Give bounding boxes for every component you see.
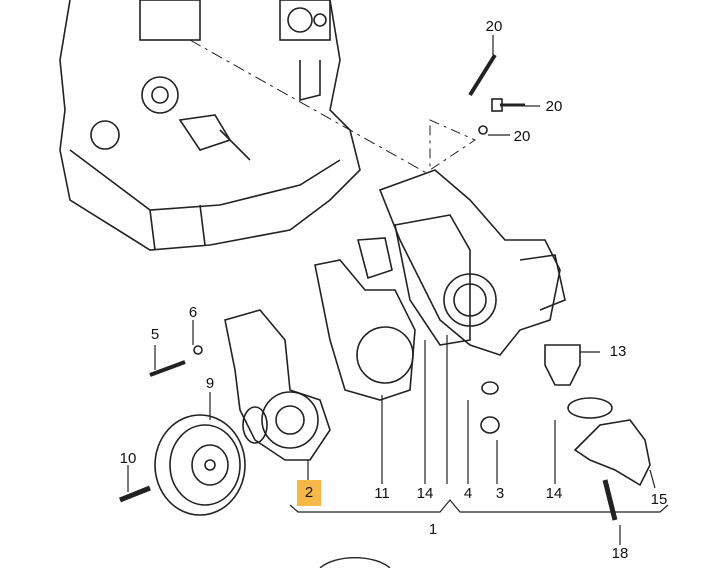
callout-3[interactable]: 3 [495, 485, 505, 502]
callout-20[interactable]: 20 [485, 18, 503, 35]
callout-14[interactable]: 14 [545, 485, 563, 502]
callout-20[interactable]: 20 [513, 128, 531, 145]
pulley [154, 414, 246, 516]
callout-11[interactable]: 11 [374, 485, 390, 502]
callout-15[interactable]: 15 [650, 491, 668, 508]
callout-5[interactable]: 5 [150, 326, 160, 343]
callout-9[interactable]: 9 [205, 375, 215, 392]
callout-2-highlighted[interactable]: 2 [297, 480, 321, 506]
callout-4[interactable]: 4 [463, 485, 473, 502]
engine-block [59, 0, 361, 251]
callout-18[interactable]: 18 [611, 545, 629, 562]
callout-1[interactable]: 1 [428, 521, 438, 538]
callout-20[interactable]: 20 [545, 98, 563, 115]
callout-14[interactable]: 14 [416, 485, 434, 502]
thermostat-housing [378, 169, 566, 356]
callout-6[interactable]: 6 [188, 304, 198, 321]
water-pump [224, 309, 331, 461]
callout-10[interactable]: 10 [119, 450, 137, 467]
callout-13[interactable]: 13 [609, 343, 627, 360]
